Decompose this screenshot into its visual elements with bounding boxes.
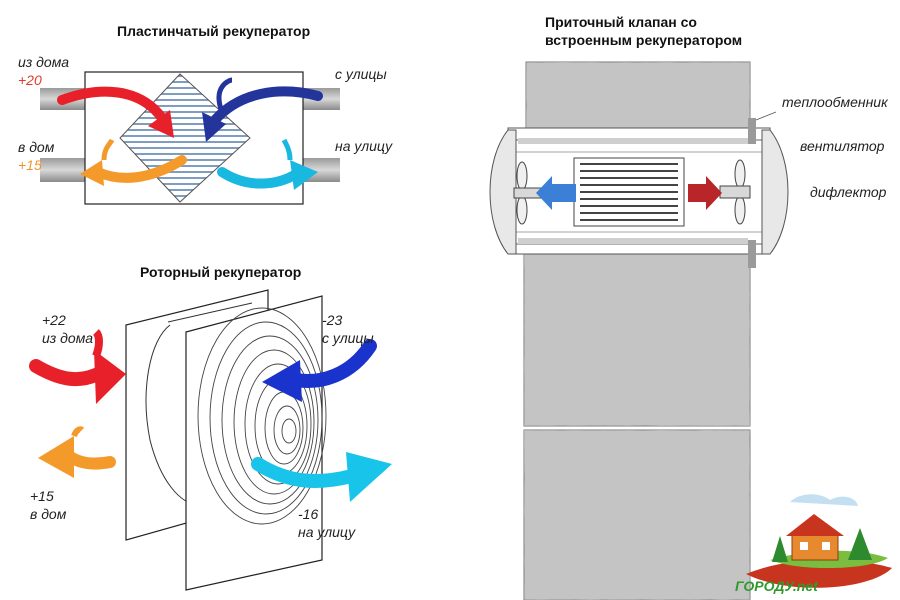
rotor-to-street-label: на улицу <box>298 524 356 540</box>
plate-arrow-orange <box>93 155 187 183</box>
rotor-to-house-temp: +15 <box>30 488 54 504</box>
rotor-recuperator <box>29 289 392 591</box>
rotor-from-street-label: с улицы <box>322 330 374 346</box>
rotor-arrow-blue <box>289 339 377 388</box>
site-logo-text: ГОРОДУ.net <box>735 578 818 594</box>
pipe-to-house-left <box>40 158 86 182</box>
rotor-arrow-cyan <box>251 457 359 488</box>
valve-heat-exchanger-label: теплообменник <box>782 94 888 110</box>
valve-arrow-red <box>688 176 722 210</box>
plate-arrow-cyan <box>217 167 301 189</box>
plate-recuperator <box>40 71 340 205</box>
rotor-arrow-red <box>29 359 109 387</box>
rotor-to-house-label: в дом <box>30 506 67 522</box>
valve-deflector-label: дифлектор <box>810 184 887 200</box>
site-logo <box>746 494 892 588</box>
valve-heat-exchanger <box>573 157 685 227</box>
rotor-title: Роторный рекуператор <box>140 264 302 280</box>
valve-fan-label: вентилятор <box>800 138 885 154</box>
deflector-right <box>761 129 789 255</box>
plate-to-house-label: в дом <box>18 139 55 155</box>
plate-arrow-red <box>57 86 167 123</box>
plate-from-house-temp: +20 <box>18 72 42 88</box>
valve-title-line2: встроенным рекуператором <box>545 32 743 48</box>
rotor-to-street-temp: -16 <box>298 506 319 522</box>
plate-arrow-navy <box>210 86 323 125</box>
plate-to-house-temp: +15 <box>18 157 42 173</box>
fan-left <box>513 161 545 225</box>
plate-to-street-label: на улицу <box>335 138 393 154</box>
rotor-from-house-label: из дома <box>42 330 94 346</box>
valve-arrow-blue <box>536 176 576 210</box>
rotor-from-street-temp: -23 <box>322 312 343 328</box>
plate-from-house-label: из дома <box>18 54 70 70</box>
wall-blocks <box>523 61 751 600</box>
rotor-from-house-temp: +22 <box>42 312 66 328</box>
valve-title-line1: Приточный клапан со <box>545 14 697 30</box>
fan-right <box>719 159 751 225</box>
supply-valve <box>489 61 789 600</box>
plate-title: Пластинчатый рекуператор <box>117 23 311 39</box>
plate-from-street-label: с улицы <box>335 66 387 82</box>
deflector-left <box>489 129 517 255</box>
